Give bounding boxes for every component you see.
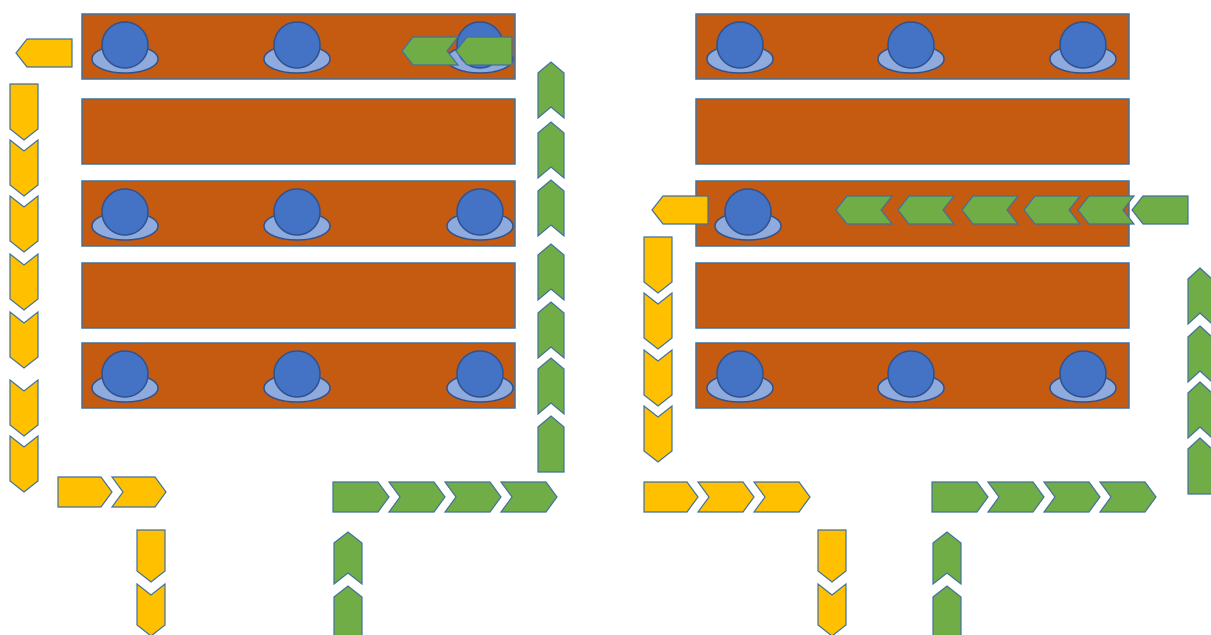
right-chevron-arrow bbox=[57, 476, 113, 508]
left-chevron-arrow bbox=[961, 195, 1020, 225]
bench-row bbox=[695, 262, 1130, 329]
seated-person-icon bbox=[1059, 21, 1107, 69]
right-chevron-arrow bbox=[643, 481, 699, 513]
bench-row bbox=[81, 98, 516, 165]
down-chevron-arrow bbox=[643, 348, 673, 407]
down-chevron-arrow bbox=[136, 582, 166, 635]
seated-person-icon bbox=[887, 21, 935, 69]
left-chevron-arrow bbox=[455, 36, 513, 66]
seated-person-icon bbox=[887, 350, 935, 398]
right-chevron-arrow bbox=[931, 481, 989, 513]
seated-person-icon bbox=[273, 350, 321, 398]
seated-person-icon bbox=[724, 188, 772, 236]
down-chevron-arrow bbox=[9, 194, 39, 253]
up-chevron-arrow bbox=[537, 179, 565, 238]
right-chevron-arrow bbox=[332, 481, 390, 513]
down-chevron-arrow bbox=[9, 252, 39, 311]
seated-person-icon bbox=[1059, 350, 1107, 398]
left-chevron-arrow bbox=[15, 38, 73, 68]
seated-person-icon bbox=[101, 350, 149, 398]
up-chevron-arrow bbox=[537, 357, 565, 416]
right-chevron-arrow bbox=[443, 481, 502, 513]
left-chevron-arrow bbox=[835, 195, 894, 225]
up-chevron-arrow bbox=[537, 301, 565, 360]
left-chevron-arrow bbox=[1023, 195, 1082, 225]
up-chevron-arrow bbox=[1187, 267, 1211, 326]
down-chevron-arrow bbox=[643, 236, 673, 294]
down-chevron-arrow bbox=[817, 529, 847, 583]
right-chevron-arrow bbox=[696, 481, 755, 513]
seated-person-icon bbox=[273, 21, 321, 69]
left-chevron-arrow bbox=[1131, 195, 1189, 225]
right-chevron-arrow bbox=[387, 481, 446, 513]
seated-person-icon bbox=[716, 350, 764, 398]
right-chevron-arrow bbox=[110, 476, 167, 508]
down-chevron-arrow bbox=[9, 310, 39, 369]
up-chevron-arrow bbox=[537, 121, 565, 180]
seated-person-icon bbox=[456, 350, 504, 398]
down-chevron-arrow bbox=[9, 83, 39, 141]
down-chevron-arrow bbox=[9, 434, 39, 493]
down-chevron-arrow bbox=[136, 529, 166, 583]
up-chevron-arrow bbox=[1187, 381, 1211, 440]
right-chevron-arrow bbox=[1042, 481, 1101, 513]
right-chevron-arrow bbox=[1098, 481, 1157, 513]
up-chevron-arrow bbox=[932, 531, 962, 586]
seated-person-icon bbox=[101, 21, 149, 69]
down-chevron-arrow bbox=[643, 291, 673, 350]
up-chevron-arrow bbox=[932, 585, 962, 635]
up-chevron-arrow bbox=[333, 531, 363, 586]
left-chevron-arrow bbox=[401, 36, 460, 66]
down-chevron-arrow bbox=[9, 138, 39, 197]
up-chevron-arrow bbox=[1187, 437, 1211, 495]
up-chevron-arrow bbox=[537, 61, 565, 120]
seated-person-icon bbox=[273, 188, 321, 236]
up-chevron-arrow bbox=[537, 243, 565, 302]
up-chevron-arrow bbox=[333, 585, 363, 635]
up-chevron-arrow bbox=[537, 415, 565, 473]
seated-person-icon bbox=[716, 21, 764, 69]
bench-row bbox=[81, 262, 516, 329]
right-chevron-arrow bbox=[752, 481, 811, 513]
down-chevron-arrow bbox=[817, 582, 847, 635]
bench-row bbox=[695, 98, 1130, 165]
down-chevron-arrow bbox=[9, 378, 39, 437]
left-chevron-arrow bbox=[651, 195, 709, 225]
right-chevron-arrow bbox=[986, 481, 1045, 513]
seated-person-icon bbox=[101, 188, 149, 236]
left-chevron-arrow bbox=[897, 195, 956, 225]
seated-person-icon bbox=[456, 188, 504, 236]
down-chevron-arrow bbox=[643, 404, 673, 463]
left-chevron-arrow bbox=[1077, 195, 1136, 225]
right-chevron-arrow bbox=[499, 481, 558, 513]
up-chevron-arrow bbox=[1187, 325, 1211, 384]
